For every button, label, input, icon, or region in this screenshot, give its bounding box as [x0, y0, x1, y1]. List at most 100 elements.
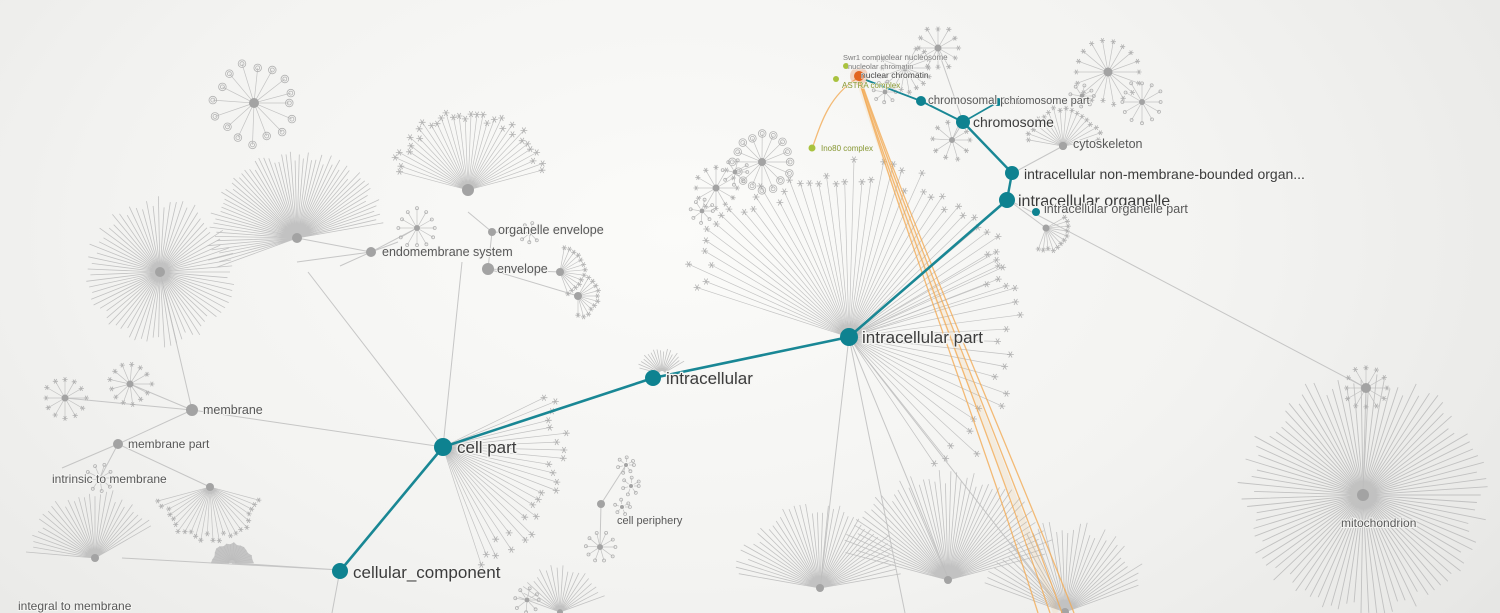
node-intracellular_organelle[interactable] [999, 192, 1015, 208]
cluster-hub-0 [249, 98, 259, 108]
cluster-hub-18 [620, 505, 624, 509]
node-endomembrane_system[interactable] [366, 247, 376, 257]
cluster-hub-41 [882, 89, 888, 95]
cluster-hub-7 [574, 292, 582, 300]
cluster-hub-11 [97, 475, 103, 481]
cluster-fan-5 [519, 223, 541, 243]
cluster-fan-tips-9 [107, 361, 155, 407]
highlighted-edge-1 [442, 376, 654, 449]
cluster-fan-9 [109, 364, 152, 405]
cluster-fan-30 [1028, 107, 1101, 146]
label-endomembrane_system[interactable]: endomembrane system [381, 244, 514, 260]
node-intracellular_organelle_part[interactable] [1032, 208, 1040, 216]
cluster-fan-1 [394, 112, 543, 190]
cluster-fan-tips-0 [208, 59, 297, 150]
cluster-hub-33 [934, 44, 942, 52]
cluster-hub-34 [949, 137, 955, 143]
label-chromosome[interactable]: chromosome [972, 113, 1056, 132]
cluster-hub-17 [629, 484, 633, 488]
label-cell_periphery[interactable]: cell periphery [616, 514, 684, 528]
node-nuclear_chromatin[interactable] [854, 71, 864, 81]
node-intracellular_part[interactable] [840, 328, 858, 346]
cluster-hub-28 [699, 208, 705, 214]
label-chromosome_part[interactable]: chromosome part [1003, 94, 1091, 108]
orange-link-0 [858, 79, 1039, 613]
cluster-hub-29 [732, 169, 738, 175]
label-intrinsic_to_membrane[interactable]: intrinsic to membrane [51, 471, 168, 487]
cluster-fan-tips-41 [871, 79, 898, 105]
label-intracellular_organelle[interactable]: intracellular organelle [1017, 192, 1172, 212]
cluster-fan-tips-18 [613, 497, 632, 516]
cluster-fan-7 [577, 277, 599, 317]
label-nucleolar_chromatin[interactable]: nucleolar chromatin [848, 62, 914, 72]
connector-edges [61, 49, 1367, 613]
orange-link-4 [812, 78, 857, 147]
node-cell_part[interactable] [434, 438, 452, 456]
label-swr1_complex[interactable]: Swr1 complex [843, 53, 891, 63]
cluster-hub-37 [1357, 489, 1369, 501]
cluster-fan-4 [398, 208, 435, 246]
cluster-fan-10 [157, 487, 259, 541]
cluster-hub-6 [556, 268, 564, 276]
cluster-hub-1 [462, 184, 474, 196]
cluster-fan-27 [696, 167, 738, 209]
label-intracellular[interactable]: intracellular [665, 368, 755, 390]
node-green_node_2[interactable] [833, 76, 839, 82]
cluster-hub-26 [758, 158, 766, 166]
label-intracellular_part[interactable]: intracellular part [861, 327, 985, 349]
label-membrane[interactable]: membrane [202, 402, 264, 418]
cluster-fan-38 [1346, 367, 1387, 407]
cluster-hub-40 [902, 65, 908, 71]
label-nuclear_chromatin[interactable]: nuclear chromatin [861, 70, 930, 81]
cluster-fan-tips-16 [616, 455, 636, 475]
node-green_node_1[interactable] [843, 63, 849, 69]
cluster-fan-tips-15 [583, 531, 618, 563]
node-chromosomal_part[interactable] [916, 96, 926, 106]
label-mitochondrion[interactable]: mitochondrion [1340, 515, 1417, 531]
cluster-fan-tips-31 [1073, 37, 1142, 107]
node-mitochondrion_hub[interactable] [1361, 383, 1371, 393]
node-chromosome_part[interactable] [994, 98, 1002, 106]
label-cell_part[interactable]: cell part [456, 437, 518, 459]
label-cellular_component[interactable]: cellular_component [352, 562, 502, 584]
node-cellular_component[interactable] [332, 563, 348, 579]
label-intracellular_organelle_part[interactable]: intracellular organelle part [1043, 201, 1189, 217]
label-membrane_part[interactable]: membrane part [127, 436, 211, 452]
node-intracellular_non_membrane_bounded_organelle[interactable] [1005, 166, 1019, 180]
cluster-hub-35 [1079, 93, 1085, 99]
label-cytoskeleton[interactable]: cytoskeleton [1072, 136, 1144, 152]
cluster-fan-tips-27 [693, 164, 740, 211]
node-organelle_envelope[interactable] [488, 228, 496, 236]
node-chromosome[interactable] [956, 115, 970, 129]
cluster-fan-28 [690, 199, 713, 223]
label-envelope[interactable]: envelope [496, 261, 549, 277]
label-ino80_complex[interactable]: Ino80 complex [821, 144, 874, 154]
label-nuclear_nucleosome[interactable]: nuclear nucleosome [876, 53, 949, 63]
cluster-fan-tips-5 [517, 221, 542, 245]
highlighted-edge-0 [338, 446, 445, 572]
node-cell_periphery[interactable] [597, 500, 605, 508]
node-membrane[interactable] [186, 404, 198, 416]
node-cytoskeleton[interactable] [1059, 142, 1067, 150]
cluster-hub-31 [1103, 67, 1113, 77]
highlighted-edge-3 [848, 199, 1008, 338]
cluster-hub-21 [816, 584, 824, 592]
node-membrane_part[interactable] [113, 439, 123, 449]
label-organelle_envelope[interactable]: organelle envelope [497, 222, 605, 238]
node-ino80_complex[interactable] [808, 144, 816, 152]
cluster-fan-25 [515, 588, 539, 613]
label-chromosomal_part[interactable]: chromosomal part [927, 94, 1022, 108]
cluster-fan-12 [25, 490, 152, 559]
node-intracellular[interactable] [645, 370, 661, 386]
cluster-fan-11 [86, 464, 113, 492]
label-intracellular_non_membrane_bounded_organelle[interactable]: intracellular non-membrane-bounded organ… [1023, 165, 1306, 184]
cluster-fan-tips-6 [561, 245, 588, 297]
label-integral_to_membrane[interactable]: integral to membrane [17, 598, 133, 613]
cluster-fan-24 [518, 565, 605, 612]
cluster-fan-tips-25 [513, 586, 541, 613]
label-astra_complex[interactable]: ASTRA complex [842, 81, 901, 91]
node-envelope[interactable] [482, 263, 494, 275]
cluster-fan-36 [1037, 216, 1069, 251]
highlighted-edge-2 [652, 335, 850, 380]
